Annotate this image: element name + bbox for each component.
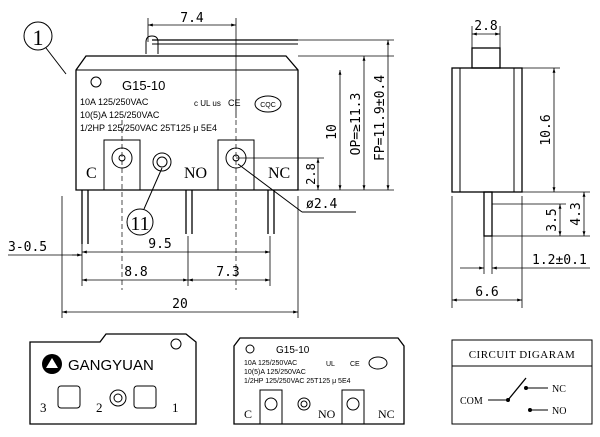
- circuit-nc: NC: [552, 384, 566, 395]
- side-dim-66: 6.6: [475, 285, 498, 300]
- dim-fp: FP=11.9±0.4: [373, 75, 388, 161]
- small-model: G15-10: [276, 345, 310, 356]
- side-dim-106: 10.6: [539, 114, 554, 145]
- small-spec-3: 1/2HP 125/250VAC 25T125 μ 5E4: [244, 378, 351, 385]
- ul-mark: c UL us: [194, 99, 221, 108]
- front-small-view: G15-10 10A 125/250VAC 10(5)A 125/250VAC …: [233, 337, 405, 425]
- small-terminal-c: C: [244, 407, 252, 421]
- dim-28-pin: 2.8: [304, 163, 318, 185]
- callout-11-label: 11: [130, 213, 149, 235]
- front-model: G15-10: [122, 78, 165, 93]
- cqc-mark: [254, 95, 282, 113]
- side-actuator: [471, 47, 501, 69]
- circuit-diagram: CIRCUIT DIGARAM COM NC NO: [451, 339, 593, 425]
- front-spec-3: 1/2HP 125/250VAC 25T125 μ 5E4: [80, 123, 217, 133]
- circuit-com: COM: [460, 396, 483, 407]
- side-dim-35: 3.5: [545, 208, 560, 231]
- side-dim-28: 2.8: [474, 19, 497, 34]
- dim-20: 20: [172, 297, 188, 312]
- side-pin: [483, 191, 493, 237]
- small-terminal-nc: NC: [378, 407, 395, 421]
- brand-name: GANGYUAN: [68, 357, 154, 374]
- dim-95: 9.5: [148, 237, 171, 252]
- circuit-no: NO: [552, 406, 566, 417]
- ce-mark: CE: [228, 98, 241, 108]
- front-spec-2: 10(5)A 125/250VAC: [80, 110, 160, 120]
- side-view: 2.8 10.6 3.5 4.3 1.2±0.1 6.6: [451, 19, 590, 308]
- circuit-title: CIRCUIT DIGARAM: [469, 349, 576, 361]
- back-tick-logo: [170, 338, 182, 350]
- front-spec-1: 10A 125/250VAC: [80, 97, 149, 107]
- callout-11: [126, 208, 154, 236]
- callout-1-label: 1: [33, 25, 44, 50]
- callout-1: [23, 21, 53, 51]
- small-terminal-no: NO: [318, 407, 336, 421]
- side-body: [451, 67, 523, 193]
- tick-logo: [90, 76, 102, 88]
- dim-top: 7.4: [180, 11, 204, 26]
- dim-op: OP=≥11.3: [349, 93, 364, 156]
- cqc-label: CQC: [260, 102, 276, 109]
- side-dim-12: 1.2±0.1: [532, 253, 587, 268]
- dim-73: 7.3: [216, 265, 239, 280]
- dim-88: 8.8: [124, 265, 147, 280]
- back-pin-2: 2: [96, 400, 103, 415]
- side-dim-43: 4.3: [569, 202, 584, 225]
- small-ul-mark: UL: [326, 361, 335, 368]
- front-view: 1 7.4 G15-10 10A 125/250VAC 10(5)A 125/2…: [8, 11, 394, 318]
- small-ce-mark: CE: [350, 361, 360, 368]
- back-pin-1: 1: [172, 400, 179, 415]
- dim-10: 10: [325, 124, 340, 140]
- small-spec-2: 10(5)A 125/250VAC: [244, 369, 306, 376]
- dim-hole: ø2.4: [306, 197, 337, 212]
- small-spec-1: 10A 125/250VAC: [244, 360, 297, 367]
- terminal-nc: NC: [268, 165, 290, 182]
- dim-lead: 3-0.5: [8, 240, 47, 255]
- hole-com: [152, 152, 172, 172]
- back-pin-3: 3: [40, 400, 47, 415]
- terminal-no: NO: [184, 165, 207, 182]
- back-view: GANGYUAN 3 2 1: [29, 333, 197, 425]
- terminal-c: C: [86, 165, 97, 182]
